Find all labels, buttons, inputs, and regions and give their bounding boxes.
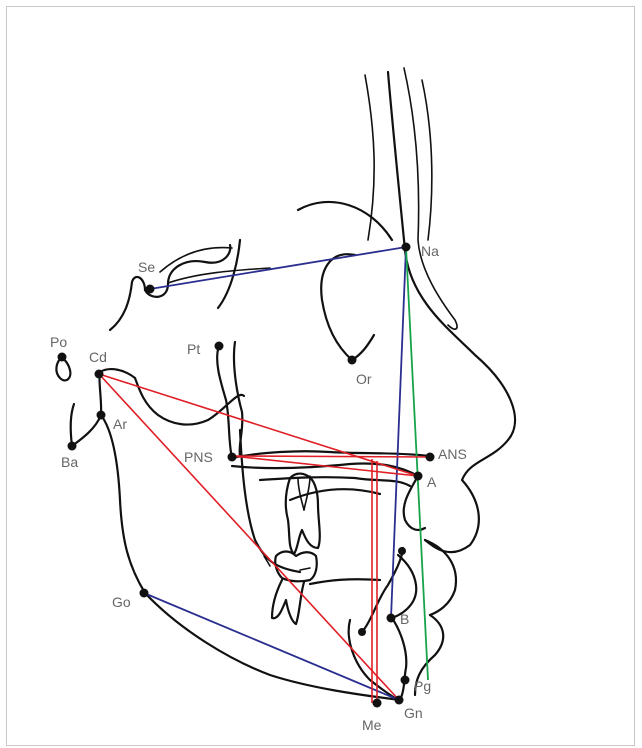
a-point — [413, 471, 423, 481]
palatal-plane-line — [231, 455, 431, 458]
se-point — [145, 284, 155, 294]
sella-outline — [108, 238, 271, 332]
b-point — [386, 613, 396, 623]
label-pns: PNS — [184, 449, 213, 465]
ans-point — [425, 452, 435, 462]
label-a: A — [427, 474, 437, 490]
gonion-gnathion-line — [143, 592, 400, 701]
gn-point — [394, 695, 404, 705]
label-pt: Pt — [187, 341, 200, 357]
maxilla-outline — [230, 450, 432, 531]
label-po: Po — [50, 334, 67, 350]
ba-point — [67, 441, 77, 451]
label-cd: Cd — [89, 349, 107, 365]
label-me: Me — [362, 717, 382, 733]
b-ancillary-point — [358, 628, 366, 636]
red-lines — [98, 373, 431, 703]
pns-point — [227, 452, 237, 462]
na-point — [401, 242, 411, 252]
label-se: Se — [138, 259, 155, 275]
ar-point — [96, 410, 106, 420]
label-na: Na — [421, 243, 439, 259]
nasion-b-line — [390, 246, 407, 619]
blue-lines — [143, 246, 407, 701]
po-point — [57, 352, 67, 362]
orbit-outline — [296, 200, 394, 362]
label-pg: Pg — [414, 678, 431, 694]
landmark-labels: Na Se Po Cd Pt Or Ar Ba PNS ANS A Go B P… — [50, 243, 467, 733]
porion-outline — [55, 355, 72, 382]
landmark-points — [57, 242, 435, 708]
figure-frame — [6, 6, 635, 746]
cd-point — [94, 369, 104, 379]
label-b: B — [400, 611, 409, 627]
incisor-point — [398, 547, 406, 555]
green-lines — [405, 246, 429, 681]
facial-line — [405, 246, 429, 681]
mandible-outline — [143, 428, 418, 702]
or-point — [347, 355, 357, 365]
condylion-a-line — [98, 373, 419, 477]
me-point — [372, 698, 382, 708]
condyle-ramus-outline — [69, 368, 246, 595]
pg-point — [400, 675, 410, 685]
teeth-outline — [263, 472, 382, 626]
condylion-gnathion-line — [98, 373, 400, 701]
go-point — [139, 588, 149, 598]
label-ans: ANS — [438, 446, 467, 462]
pt-point — [214, 341, 224, 351]
soft-tissue-profile — [364, 67, 517, 697]
pns-a-line — [231, 455, 419, 477]
sella-nasion-line — [149, 246, 407, 290]
label-ba: Ba — [61, 454, 78, 470]
label-or: Or — [356, 371, 372, 387]
label-gn: Gn — [404, 705, 423, 721]
pterygoid-outline — [216, 340, 244, 460]
label-go: Go — [112, 594, 131, 610]
label-ar: Ar — [113, 416, 127, 432]
